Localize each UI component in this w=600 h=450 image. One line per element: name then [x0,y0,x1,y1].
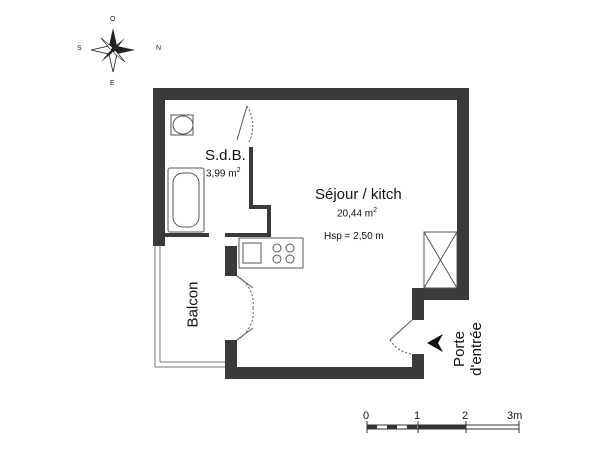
entrance-door [389,319,413,355]
balcony-outline [154,246,225,368]
room-sejour-name: Séjour / kitch [315,186,402,203]
closet-right [423,231,458,289]
sink-icon [172,115,194,135]
scale-bar [366,421,520,433]
scale-tick-0: 0 [363,410,370,422]
room-sejour-hsp: Hsp = 2,50 m [324,231,384,242]
interior-walls [153,147,271,237]
compass-east-label: E [110,80,115,87]
scale-tick-1: 1 [414,410,421,422]
kitchen-counter [238,237,304,269]
scale-tick-3m: 3m [507,410,523,422]
room-sejour-area: 20,44 m2 [337,207,378,220]
balcony-doors [236,275,254,341]
compass-south-label: S [77,45,82,52]
bathtub-icon [167,167,205,233]
bathroom-fixtures [167,105,254,233]
entrance-arrow-icon [427,334,443,352]
compass-rose-icon [90,28,135,73]
scale-tick-2: 2 [462,410,469,422]
outer-walls [153,88,469,379]
room-sdb-area: 3,99 m2 [206,167,241,180]
room-balcon-name: Balcon [184,281,202,328]
compass-north-label: N [156,45,162,52]
entrance-label: Porte d'entrée [450,322,485,376]
compass-west-label: O [110,16,116,23]
room-sdb-name: S.d.B. [205,147,246,164]
